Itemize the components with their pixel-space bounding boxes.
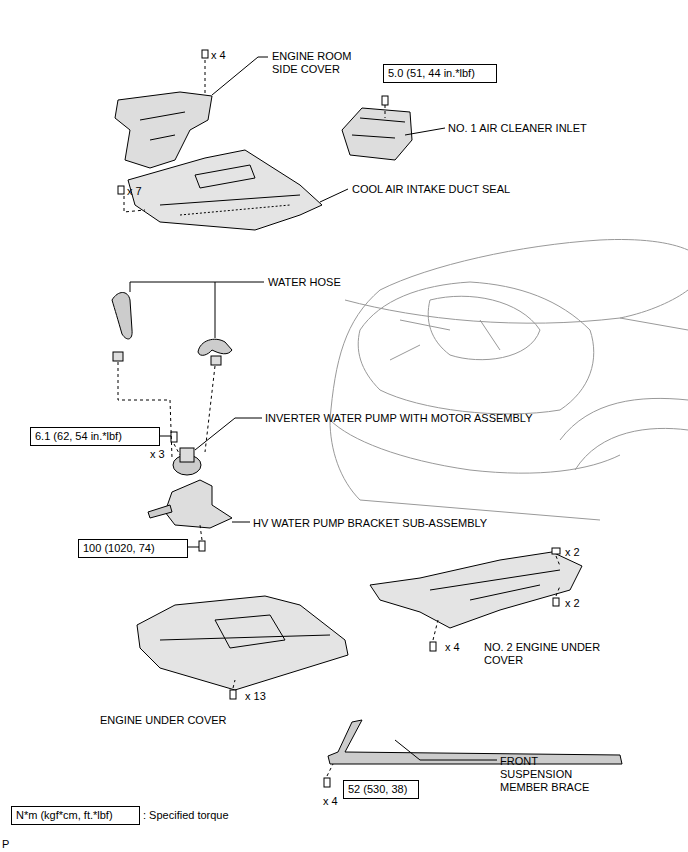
torque-value: N*m (kgf*cm, ft.*lbf) — [16, 809, 113, 821]
callout-number: x 13 — [245, 690, 266, 703]
vehicle-outline — [330, 239, 688, 520]
torque-box: 5.0 (51, 44 in.*lbf) — [383, 64, 497, 83]
part-label: COOL AIR INTAKE DUCT SEAL — [352, 183, 510, 196]
part-label: FRONT SUSPENSION MEMBER BRACE — [500, 755, 612, 794]
part-label: INVERTER WATER PUMP WITH MOTOR ASSEMBLY — [265, 412, 533, 425]
part-drawings — [112, 92, 622, 764]
legend-note: : Specified torque — [143, 809, 229, 822]
leader-lines — [130, 57, 497, 760]
part-label: HV WATER PUMP BRACKET SUB-ASSEMBLY — [253, 517, 487, 530]
callout-number: x 4 — [445, 641, 460, 654]
callout-number: x 2 — [565, 597, 580, 610]
torque-box: 52 (530, 38) — [343, 780, 419, 799]
torque-value: 6.1 (62, 54 in.*lbf) — [35, 430, 122, 442]
part-label: ENGINE ROOM SIDE COVER — [272, 50, 364, 76]
torque-box: 6.1 (62, 54 in.*lbf) — [30, 427, 160, 446]
torque-value: 52 (530, 38) — [348, 783, 407, 795]
torque-box: N*m (kgf*cm, ft.*lbf) — [11, 806, 140, 825]
callout-number: x 4 — [323, 795, 338, 808]
callout-number: x 7 — [127, 185, 142, 198]
part-label: WATER HOSE — [268, 276, 341, 289]
page-mark: P — [2, 838, 9, 851]
callout-number: x 3 — [150, 448, 165, 461]
part-label: ENGINE UNDER COVER — [100, 714, 227, 727]
part-label: NO. 2 ENGINE UNDER COVER — [484, 641, 609, 667]
torque-box: 100 (1020, 74) — [78, 539, 188, 558]
torque-value: 100 (1020, 74) — [83, 542, 155, 554]
torque-value: 5.0 (51, 44 in.*lbf) — [388, 67, 475, 79]
callout-number: x 4 — [211, 49, 226, 62]
bolt-icons — [118, 50, 560, 787]
callout-number: x 2 — [565, 546, 580, 559]
dashed-lines — [118, 60, 560, 776]
part-label: NO. 1 AIR CLEANER INLET — [448, 122, 587, 135]
